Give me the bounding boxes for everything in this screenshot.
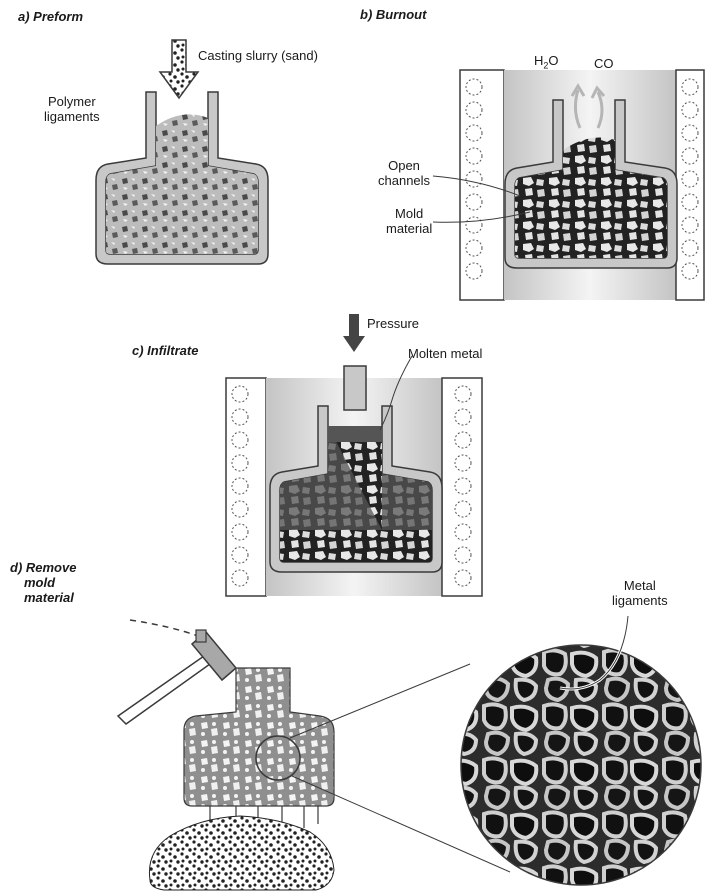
open-channels-label: Open channels	[378, 158, 430, 188]
pressure-label: Pressure	[367, 316, 419, 331]
step-d-line1: d) Remove	[10, 560, 76, 575]
polymer-line1: Polymer	[44, 94, 100, 109]
preform-crucible	[96, 92, 268, 264]
preform-arrow-icon	[160, 40, 198, 98]
sem-micrograph	[461, 645, 701, 885]
mold-material-label: Mold material	[386, 206, 432, 236]
metal-ligaments-label: Metal ligaments	[612, 578, 668, 608]
sand-pile	[149, 816, 334, 890]
h2o-tail: O	[548, 53, 558, 68]
swing-path	[130, 620, 198, 636]
open-line2: channels	[378, 173, 430, 188]
step-a-title: a) Preform	[18, 9, 83, 24]
metal-line1: Metal	[612, 578, 668, 593]
co-label: CO	[594, 56, 614, 71]
h2o-label: H2O	[534, 53, 559, 74]
step-d-title: d) Remove mold material	[10, 560, 76, 605]
h2o-main: H	[534, 53, 543, 68]
open-line1: Open	[378, 158, 430, 173]
hammer-icon	[118, 630, 236, 724]
step-c-title: c) Infiltrate	[132, 343, 198, 358]
metal-part	[184, 668, 334, 806]
step-b-title: b) Burnout	[360, 7, 426, 22]
molten-metal-label: Molten metal	[408, 346, 482, 361]
step-d-line2: mold	[10, 575, 76, 590]
polymer-ligaments-label: Polymer ligaments	[44, 94, 100, 124]
polymer-line2: ligaments	[44, 109, 100, 124]
casting-slurry-label: Casting slurry (sand)	[198, 48, 318, 63]
pressure-arrow-icon	[343, 314, 365, 352]
step-d-line3: material	[10, 590, 76, 605]
mold-line2: material	[386, 221, 432, 236]
mold-line1: Mold	[386, 206, 432, 221]
metal-line2: ligaments	[612, 593, 668, 608]
